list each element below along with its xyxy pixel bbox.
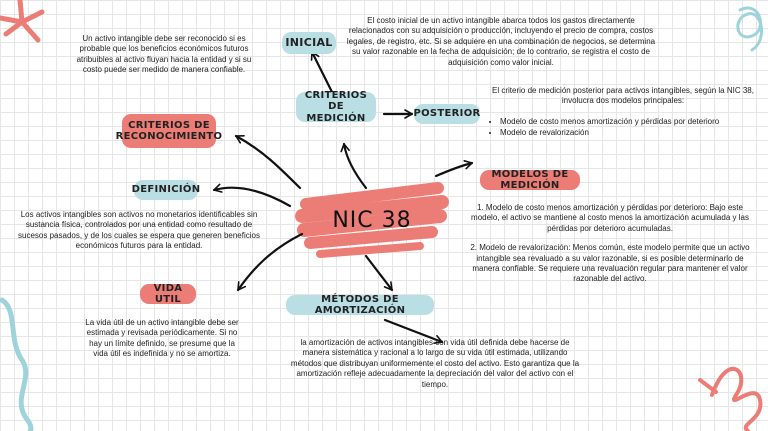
node-modelos-medicion: MODELOS DE MEDICIÓN: [480, 169, 580, 191]
text-modelos: 1. Modelo de costo menos amortización y …: [462, 203, 758, 294]
node-vida-util: VIDA UTIL: [140, 283, 196, 305]
node-criterios-reconocimiento: CRITERIOS DE RECONOCIMIENTO: [116, 114, 222, 148]
text-amortizacion: la amortización de activos intangibles c…: [290, 338, 580, 389]
list-item: 1. Modelo de costo menos amortización y …: [471, 203, 749, 233]
center-title: NIC 38: [332, 207, 412, 233]
node-inicial: INICIAL: [282, 32, 336, 54]
node-posterior: POSTERIOR: [414, 104, 480, 124]
node-metodos-amortizacion: MÉTODOS DE AMORTIZACIÓN: [286, 294, 434, 316]
squiggle-bottom-left-icon: [0, 297, 34, 431]
text-definicion: Los activos intangibles son activos no m…: [18, 210, 260, 251]
modelos-list: 1. Modelo de costo menos amortización y …: [462, 203, 758, 285]
text-vida-util: La vida útil de un activo intangible deb…: [85, 318, 239, 359]
swirl-top-right-icon: [736, 6, 764, 52]
text-posterior: El criterio de medición posterior para a…: [488, 86, 758, 140]
list-item: Modelo de revalorización: [500, 128, 758, 138]
posterior-list: Modelo de costo menos amortización y pér…: [488, 117, 758, 139]
star-top-left-icon: [0, 0, 45, 43]
text-inicial: El costo inicial de un activo intangible…: [346, 16, 656, 67]
scribble-bottom-right-icon: [698, 366, 763, 431]
node-definicion: DEFINICIÓN: [132, 180, 200, 200]
list-item: Modelo de costo menos amortización y pér…: [500, 117, 758, 127]
text-posterior-intro: El criterio de medición posterior para a…: [492, 86, 754, 106]
text-reconocimiento: Un activo intangible debe ser reconocido…: [76, 34, 252, 75]
list-item: 2. Modelo de revalorización: Menos común…: [470, 243, 750, 284]
node-criterios-medicion: CRITERIOS DE MEDICIÓN: [296, 90, 376, 124]
